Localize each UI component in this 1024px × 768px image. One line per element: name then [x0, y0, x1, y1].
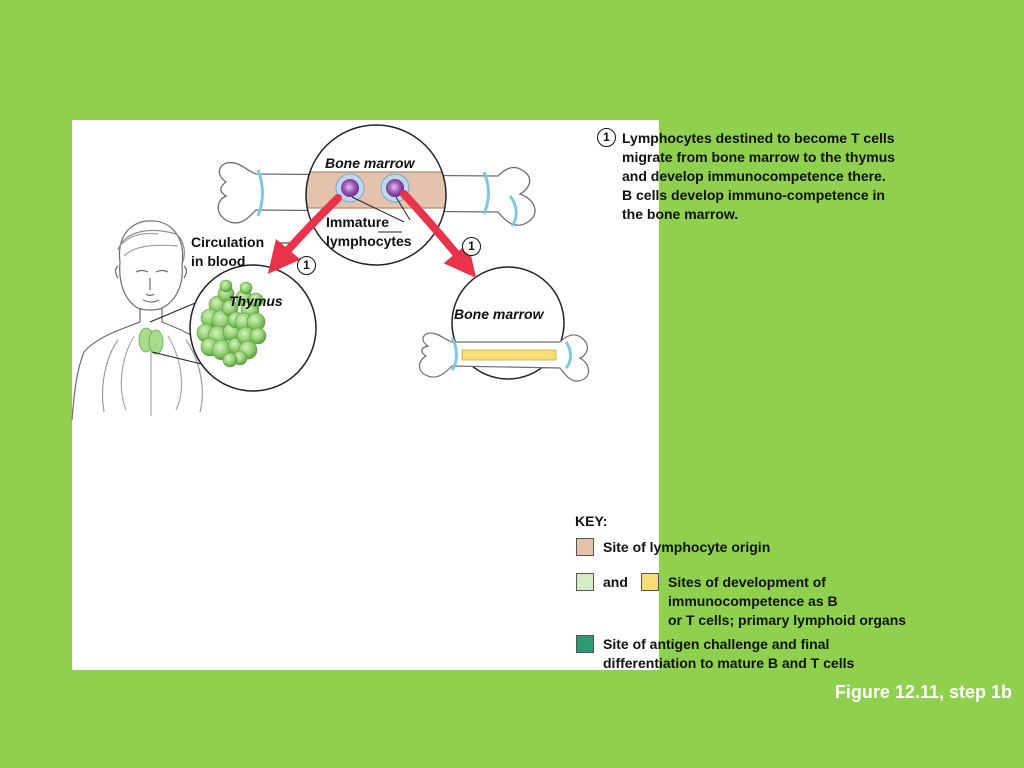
arrow-to-thymus — [267, 194, 342, 274]
key-antigen-line: Site of antigen challenge and final — [603, 636, 830, 652]
key-and-label: and — [603, 574, 628, 590]
swatch-antigen — [576, 635, 594, 653]
step-description-line: the bone marrow. — [622, 206, 739, 222]
figure-caption: Figure 12.11, step 1b — [834, 682, 1012, 702]
key-title: KEY: — [575, 513, 608, 529]
thymus-lobes — [196, 279, 267, 368]
thymus-small-icon — [138, 327, 164, 355]
arrow-to-bone-marrow — [400, 190, 477, 278]
swatch-origin — [576, 538, 594, 556]
immature-label-line1: Immature — [326, 214, 390, 230]
step-description-line: and develop immunocompetence there. — [622, 168, 886, 184]
step-badge-description: 1 — [597, 128, 616, 147]
swatch-thymus — [576, 573, 594, 591]
migration-arrows — [267, 190, 477, 278]
immature-label-line2: lymphocytes — [326, 233, 412, 249]
human-figure — [71, 220, 213, 421]
step-description-line: migrate from bone marrow to the thymus — [622, 149, 896, 165]
bone-marrow-top-label: Bone marrow — [325, 155, 415, 171]
key-origin-label: Site of lymphocyte origin — [603, 539, 771, 555]
step-badge-left: 1 — [297, 256, 316, 275]
key-development-line: or T cells; primary lymphoid organs — [668, 612, 907, 628]
circulation-label-line2: in blood — [191, 253, 246, 269]
key-antigen-line: differentiation to mature B and T cells — [603, 655, 855, 671]
step-badge-right: 1 — [462, 237, 481, 256]
thymus-magnifier — [189, 264, 317, 392]
bone-marrow-right-label: Bone marrow — [454, 306, 544, 322]
yellow-marrow — [461, 349, 557, 361]
key-development-line: Sites of development of — [668, 574, 826, 590]
step-description-line: Lymphocytes destined to become T cells — [622, 130, 895, 146]
lymphocyte-pointers — [351, 196, 411, 233]
thymus-label: Thymus — [229, 293, 283, 309]
key-development-line: immunocompetence as B — [668, 593, 838, 609]
swatch-marrow — [641, 573, 659, 591]
step-description-line: B cells develop immuno-competence in — [622, 187, 885, 203]
circulation-label-line1: Circulation — [191, 234, 265, 250]
bone-marrow-right-magnifier — [418, 266, 590, 382]
